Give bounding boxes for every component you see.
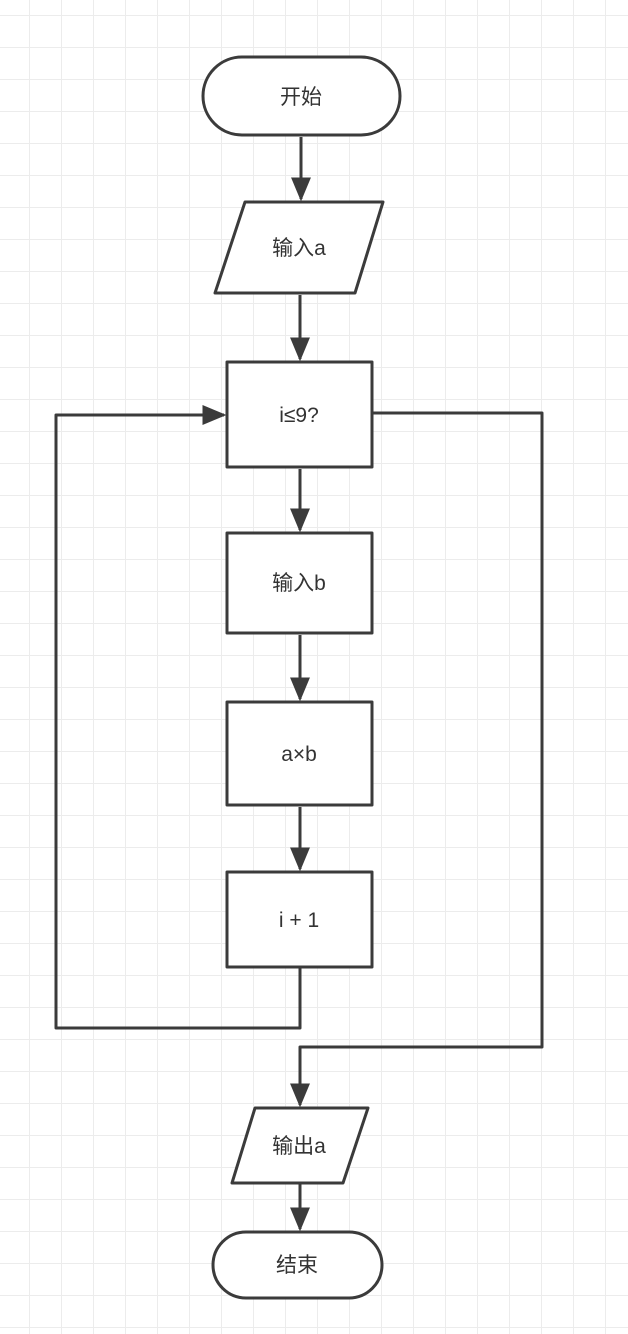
- rectangle-shape-condition[interactable]: [225, 360, 374, 469]
- node-start[interactable]: 开始: [201, 55, 402, 137]
- node-end-label: 结束: [276, 1254, 318, 1277]
- node-multiply-label: a×b: [281, 743, 317, 766]
- parallelogram-shape-output-a[interactable]: [230, 1106, 370, 1185]
- rectangle-shape-multiply[interactable]: [225, 700, 374, 807]
- edge-increment-loop-back-to-condition[interactable]: [54, 405, 302, 1030]
- node-input-b[interactable]: 输入b: [225, 531, 374, 635]
- node-increment[interactable]: i + 1: [225, 870, 374, 969]
- parallelogram-shape-input-a[interactable]: [213, 200, 385, 295]
- edges-layer: [54, 137, 544, 1232]
- node-end[interactable]: 结束: [211, 1230, 384, 1300]
- rectangle-shape-input-b[interactable]: [225, 531, 374, 635]
- node-start-label: 开始: [280, 86, 322, 109]
- edge-condition-bypass-to-output-a[interactable]: [290, 411, 544, 1108]
- node-input-b-label: 输入b: [272, 572, 326, 595]
- node-increment-label: i + 1: [279, 909, 319, 932]
- terminator-shape-start[interactable]: [201, 55, 402, 137]
- node-multiply[interactable]: a×b: [225, 700, 374, 807]
- node-output-a-label: 输出a: [272, 1135, 326, 1158]
- terminator-shape-end[interactable]: [211, 1230, 384, 1300]
- node-condition-label: i≤9?: [279, 404, 319, 427]
- node-input-a[interactable]: 输入a: [213, 200, 385, 295]
- rectangle-shape-increment[interactable]: [225, 870, 374, 969]
- node-loop-condition[interactable]: i≤9?: [225, 360, 374, 469]
- nodes-layer: 开始 输入a i≤9? 输入b a×b i + 1: [201, 55, 402, 1300]
- node-input-a-label: 输入a: [272, 237, 326, 260]
- node-output-a[interactable]: 输出a: [230, 1106, 370, 1185]
